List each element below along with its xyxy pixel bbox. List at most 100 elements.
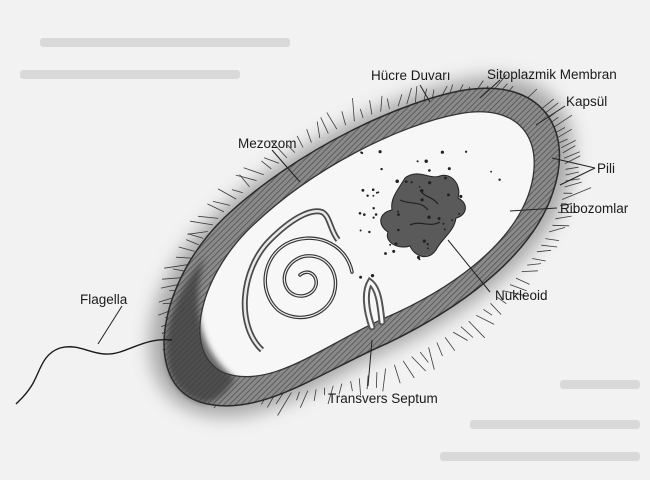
ribosome-dot <box>392 250 395 253</box>
ribosome-dot <box>458 213 460 215</box>
ribosome-dot <box>426 243 428 245</box>
ribosome-dot <box>420 189 423 192</box>
ribosome-dot <box>423 240 426 243</box>
ribosome-dot <box>368 231 370 233</box>
ribosome-dot <box>459 195 462 198</box>
ribosome-dot <box>361 152 363 154</box>
label-pili: Pili <box>597 161 615 176</box>
pilus <box>321 117 329 133</box>
ribosome-dot <box>498 179 500 181</box>
ribosome-dot <box>372 207 374 209</box>
pilus <box>351 381 353 391</box>
ribosome-dot <box>465 151 467 153</box>
ribosome-dot <box>442 223 444 225</box>
label-kapsul: Kapsül <box>566 94 607 109</box>
ribosome-dot <box>395 242 398 245</box>
pilus <box>261 161 271 169</box>
ribosome-dot <box>397 213 400 216</box>
label-flagella: Flagella <box>80 292 128 307</box>
label-mezozom: Mezozom <box>238 136 297 151</box>
ribosome-dot <box>371 274 374 277</box>
pilus <box>213 201 230 205</box>
ribosome-dot <box>427 247 429 249</box>
pilus <box>327 113 337 130</box>
pilus <box>307 129 312 142</box>
pilus <box>483 309 492 315</box>
ribosome-dot <box>359 212 362 215</box>
pilus <box>383 369 386 392</box>
ribosome-dot <box>490 171 492 173</box>
pilus <box>264 158 279 164</box>
pilus <box>412 357 426 371</box>
pilus <box>314 389 316 401</box>
ribosome-dot <box>360 230 362 232</box>
ribosome-dot <box>428 169 431 172</box>
ribosome-dot <box>438 217 441 220</box>
pilus <box>244 168 264 175</box>
pilus <box>552 225 569 226</box>
ribosome-dot <box>372 216 374 218</box>
ribosome-dot <box>372 188 375 191</box>
pilus <box>461 327 473 338</box>
pilus <box>537 250 551 252</box>
ribosome-dot <box>361 189 364 192</box>
ribosome-dot <box>366 194 368 196</box>
pilus <box>317 122 320 138</box>
pilus <box>342 111 346 125</box>
ribosome-dot <box>397 211 399 213</box>
ribosome-dot <box>376 192 378 194</box>
ribosome-dot <box>444 228 446 230</box>
ribosome-dot <box>379 150 382 153</box>
ribosome-dot <box>444 177 447 180</box>
ribosome-dot <box>427 216 430 219</box>
label-ribozomlar: Ribozomlar <box>560 201 629 216</box>
pilus <box>555 216 571 219</box>
label-transvers-septum: Transvers Septum <box>328 391 438 406</box>
pilus <box>394 365 400 383</box>
ribosome-dot <box>363 213 366 216</box>
pilus <box>491 303 502 314</box>
pilus <box>437 343 443 357</box>
pilus <box>376 372 377 388</box>
ribosome-dot <box>411 181 413 183</box>
pilus <box>232 190 243 193</box>
ribosome-dot <box>380 168 382 170</box>
ribosome-dot <box>397 229 400 232</box>
label-hucre-duvari: Hücre Duvarı <box>371 68 451 83</box>
pilus <box>429 347 435 369</box>
ribosome-dot <box>425 160 428 163</box>
ribosome-dot <box>419 186 421 188</box>
pilus <box>403 361 414 378</box>
ribosome-dot <box>405 180 408 183</box>
pilus <box>527 264 541 266</box>
ribosome-dot <box>384 252 387 255</box>
pilus <box>297 136 303 148</box>
ribosome-dot <box>389 244 391 246</box>
ribosome-dot <box>372 195 374 197</box>
pilus <box>476 315 494 324</box>
pilus <box>236 175 257 181</box>
pilus <box>445 337 455 350</box>
ribosome-dot <box>375 213 378 216</box>
ribosome-dot <box>419 258 421 260</box>
ribosome-dot <box>420 198 423 201</box>
pilus <box>549 227 565 232</box>
ribosome-dot <box>395 180 399 184</box>
label-sitoplazmik-membran: Sitoplazmik Membran <box>487 67 617 82</box>
label-nukleoid: Nukleoid <box>495 288 548 303</box>
ribosome-dot <box>428 181 431 184</box>
pilus <box>453 332 468 340</box>
ribosome-dot <box>417 160 419 162</box>
pilus <box>522 271 538 272</box>
flagellum <box>16 340 172 404</box>
pilus <box>545 239 559 241</box>
pilus <box>516 278 530 284</box>
ribosome-dot <box>451 219 453 221</box>
pilus <box>541 245 557 247</box>
pilus <box>353 98 355 121</box>
ribosome-dot <box>448 167 451 170</box>
ribosome-dot <box>447 193 450 196</box>
pilus <box>532 259 546 262</box>
ribosome-dot <box>441 151 444 154</box>
